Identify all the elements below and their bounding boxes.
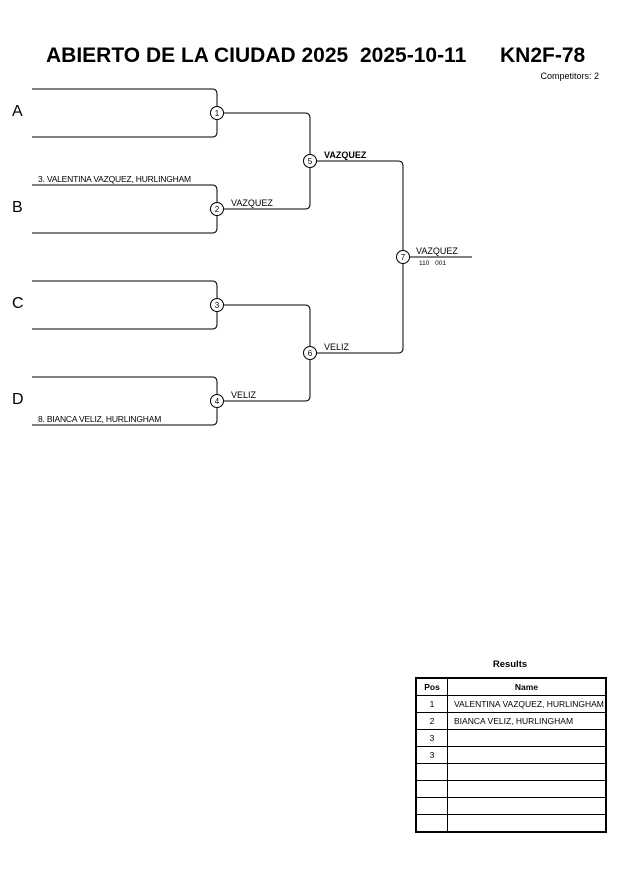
match-6-bracket xyxy=(217,304,311,402)
pool-label-a: A xyxy=(12,103,23,120)
results-name xyxy=(447,814,607,833)
match-3-bracket xyxy=(32,280,218,330)
results-header-name: Name xyxy=(447,677,607,696)
competitors-count: Competitors: 2 xyxy=(540,71,599,81)
pool-label-d: D xyxy=(12,391,24,408)
results-pos: 3 xyxy=(415,746,448,764)
pool-label-b: B xyxy=(12,199,23,216)
results-row xyxy=(415,797,607,815)
results-name xyxy=(447,729,607,747)
match-number-2: 2 xyxy=(215,205,220,214)
match-5-winner: VAZQUEZ xyxy=(324,150,367,160)
results-name: BIANCA VELIZ, HURLINGHAM xyxy=(447,712,607,730)
match-number-6: 6 xyxy=(308,349,313,358)
results-row xyxy=(415,780,607,798)
match-number-5: 5 xyxy=(308,157,313,166)
match-number-3: 3 xyxy=(215,301,220,310)
results-row: 3 xyxy=(415,729,607,747)
results-pos xyxy=(415,797,448,815)
entry-b-name: 3. VALENTINA VAZQUEZ, HURLINGHAM xyxy=(38,174,191,184)
results-row xyxy=(415,763,607,781)
results-pos xyxy=(415,780,448,798)
results-table: Pos Name 1 VALENTINA VAZQUEZ, HURLINGHAM… xyxy=(415,677,607,833)
results-row: 1 VALENTINA VAZQUEZ, HURLINGHAM xyxy=(415,695,607,713)
results-pos: 2 xyxy=(415,712,448,730)
results-name xyxy=(447,746,607,764)
results-name xyxy=(447,780,607,798)
results-name xyxy=(447,797,607,815)
tournament-title: ABIERTO DE LA CIUDAD 2025 xyxy=(46,44,349,67)
results-row xyxy=(415,814,607,833)
match-number-1: 1 xyxy=(215,109,220,118)
match-7-bracket xyxy=(310,160,404,354)
match-6-winner: VELIZ xyxy=(324,342,350,352)
final-winner: VAZQUEZ xyxy=(416,246,458,256)
entry-d-name: 8. BIANCA VELIZ, HURLINGHAM xyxy=(38,414,162,424)
match-2-bracket xyxy=(32,184,218,234)
results-pos: 1 xyxy=(415,695,448,713)
results-name xyxy=(447,763,607,781)
results-header-row: Pos Name xyxy=(415,677,607,696)
results-pos: 3 xyxy=(415,729,448,747)
results-header-pos: Pos xyxy=(415,677,448,696)
match-4-winner: VELIZ xyxy=(231,390,257,400)
results-row: 3 xyxy=(415,746,607,764)
results-row: 2 BIANCA VELIZ, HURLINGHAM xyxy=(415,712,607,730)
match-number-4: 4 xyxy=(215,397,220,406)
match-number-7: 7 xyxy=(401,253,406,262)
match-5-bracket xyxy=(217,112,311,210)
results-title: Results xyxy=(492,659,528,670)
match-2-winner: VAZQUEZ xyxy=(231,198,273,208)
pool-label-c: C xyxy=(12,295,24,312)
category-code: KN2F-78 xyxy=(500,44,586,67)
results-pos xyxy=(415,814,448,833)
results-pos xyxy=(415,763,448,781)
tournament-date: 2025-10-11 xyxy=(360,44,467,67)
match-1-bracket xyxy=(32,88,218,138)
results-name: VALENTINA VAZQUEZ, HURLINGHAM xyxy=(447,695,607,713)
match-number-circles: 1 2 3 4 5 6 7 xyxy=(210,106,410,408)
final-score: 110 001 xyxy=(419,260,447,267)
